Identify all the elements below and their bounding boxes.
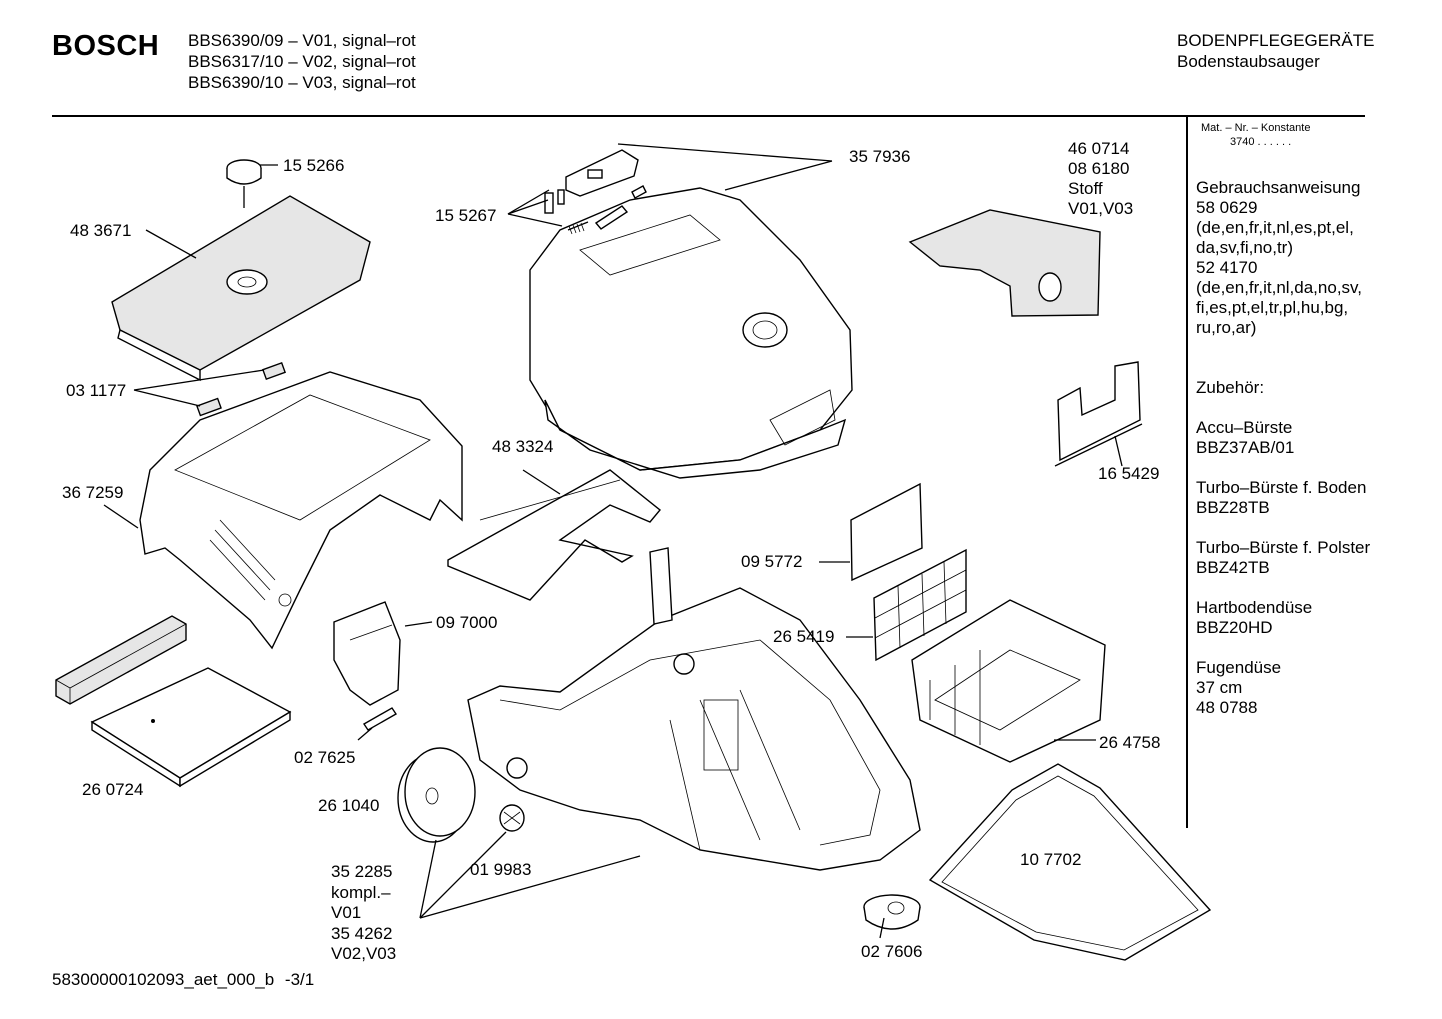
wheel-part — [397, 747, 476, 843]
part-label: 48 3324 — [492, 437, 554, 456]
accessory-code: BBZ37AB/01 — [1196, 438, 1295, 457]
part-label: 46 0714 — [1068, 139, 1130, 158]
part-label: 15 5266 — [283, 156, 345, 175]
accessory-item: Turbo–Bürste f. Boden BBZ28TB — [1196, 478, 1370, 518]
manual-langs: da,sv,fi,no,tr) — [1196, 238, 1293, 257]
part-label: V01 — [331, 903, 362, 922]
accessory-item: Turbo–Bürste f. Polster BBZ42TB — [1196, 538, 1370, 578]
doc-id: 58300000102093_aet_000_b — [52, 970, 275, 989]
model-list: BBS6390/09 – V01, signal–rot BBS6317/10 … — [188, 30, 416, 93]
clip-part — [196, 397, 222, 417]
accessory-extra: 48 0788 — [1196, 698, 1258, 717]
basket-part — [911, 599, 1106, 763]
accessory-code: BBZ42TB — [1196, 558, 1270, 577]
part-label: Stoff — [1068, 179, 1103, 198]
part-label: 35 4262 — [331, 923, 393, 943]
manual-title: Gebrauchsanweisung — [1196, 178, 1361, 197]
knob-part — [226, 159, 262, 208]
part-label: 35 7936 — [849, 147, 911, 166]
accessory-name: Accu–Bürste — [1196, 418, 1293, 437]
leader-lines — [103, 143, 1123, 939]
manual-langs: (de,en,fr,it,nl,es,pt,el, — [1196, 218, 1354, 237]
accessory-code: 37 cm — [1196, 678, 1243, 697]
category-subtitle: Bodenstaubsauger — [1177, 52, 1320, 71]
brand-logo: BOSCH — [52, 30, 160, 62]
page-number: -3/1 — [284, 970, 315, 989]
accessory-name: Hartbodendüse — [1196, 598, 1313, 617]
part-label: 26 1040 — [318, 796, 380, 815]
manual-number: 58 0629 — [1196, 198, 1258, 217]
model-line: BBS6317/10 – V02, signal–rot — [188, 52, 416, 71]
footer: 58300000102093_aet_000_b -3/1 — [52, 970, 314, 990]
accessory-code: BBZ20HD — [1196, 618, 1273, 637]
matnr-block: Mat. – Nr. – Konstante 3740 . . . . . . — [1201, 121, 1310, 149]
matnr-label: Mat. – Nr. – Konstante — [1201, 122, 1311, 134]
accessories-title: Zubehör: — [1196, 378, 1265, 397]
part-label: 09 7000 — [436, 613, 498, 632]
chassis-part — [467, 547, 921, 871]
matnr-value: 3740 . . . . . . — [1230, 136, 1292, 148]
plate-part — [90, 667, 292, 788]
accessory-code: BBZ28TB — [1196, 498, 1270, 517]
model-line: BBS6390/09 – V01, signal–rot — [188, 31, 416, 50]
accessory-name: Turbo–Bürste f. Boden — [1196, 478, 1367, 497]
part-label: kompl.– — [331, 882, 391, 902]
foam-part — [55, 615, 187, 705]
filter-cover-part — [111, 195, 371, 382]
clip-part — [261, 361, 287, 381]
part-label: 26 0724 — [82, 780, 144, 799]
accessory-item: Hartbodendüse BBZ20HD — [1196, 598, 1370, 638]
part-label: 35 2285 — [331, 862, 393, 881]
part-label: V02,V03 — [331, 944, 397, 963]
manual-langs: (de,en,fr,it,nl,da,no,sv, — [1196, 278, 1362, 297]
sidebar-divider — [1186, 117, 1188, 828]
button-part — [565, 149, 639, 197]
part-label: 16 5429 — [1098, 464, 1160, 483]
swivel-cup-part — [863, 894, 921, 930]
part-label: 03 1177 — [66, 381, 127, 400]
part-label: 02 7606 — [861, 942, 923, 961]
header-rule — [52, 115, 1365, 117]
roller-part — [363, 707, 397, 731]
manual-langs: ru,ro,ar) — [1196, 318, 1257, 337]
accessory-name: Turbo–Bürste f. Polster — [1196, 538, 1371, 557]
part-label: V01,V03 — [1068, 199, 1134, 218]
dust-bag-part — [908, 209, 1101, 317]
part-label: 15 5267 — [435, 206, 497, 225]
model-line: BBS6390/10 – V03, signal–rot — [188, 73, 416, 92]
manual-number: 52 4170 — [1196, 258, 1258, 277]
part-label: 08 6180 — [1068, 159, 1130, 178]
gasket-part — [928, 763, 1212, 961]
part-label: 10 7702 — [1020, 850, 1082, 869]
grid-filter-part — [873, 548, 967, 662]
flap-part — [333, 601, 401, 706]
part-label: 36 7259 — [62, 483, 124, 502]
pin-parts — [544, 185, 647, 235]
chassis-label-block: 35 2285 kompl.– V01 35 4262 V02,V03 — [331, 862, 396, 965]
manual-langs: fi,es,pt,el,tr,pl,hu,bg, — [1196, 298, 1349, 317]
star-wheel-part — [499, 804, 525, 832]
part-label: 26 4758 — [1099, 733, 1161, 752]
accessory-name: Fugendüse — [1196, 658, 1282, 677]
filter-sheet-part — [850, 482, 923, 582]
part-label: 48 3671 — [70, 221, 132, 240]
part-label: 09 5772 — [741, 552, 803, 571]
housing-part — [139, 371, 463, 650]
category-title: BODENPFLEGEGERÄTE — [1177, 31, 1375, 50]
category-block: BODENPFLEGEGERÄTE Bodenstaubsauger — [1177, 30, 1374, 72]
accessory-item: Accu–Bürste BBZ37AB/01 — [1196, 418, 1370, 458]
upper-body-part — [529, 187, 853, 479]
bag-label-block: 46 0714 08 6180 Stoff V01,V03 — [1068, 139, 1133, 219]
accessory-item: Fugendüse 37 cm 48 0788 — [1196, 658, 1370, 718]
part-label: 26 5419 — [773, 627, 835, 646]
bag-holder-part — [1054, 361, 1143, 467]
part-label: 01 9983 — [470, 860, 532, 879]
part-label: 02 7625 — [294, 748, 356, 767]
frame-part — [447, 469, 661, 601]
sidebar-info: Gebrauchsanweisung 58 0629 (de,en,fr,it,… — [1196, 178, 1370, 718]
